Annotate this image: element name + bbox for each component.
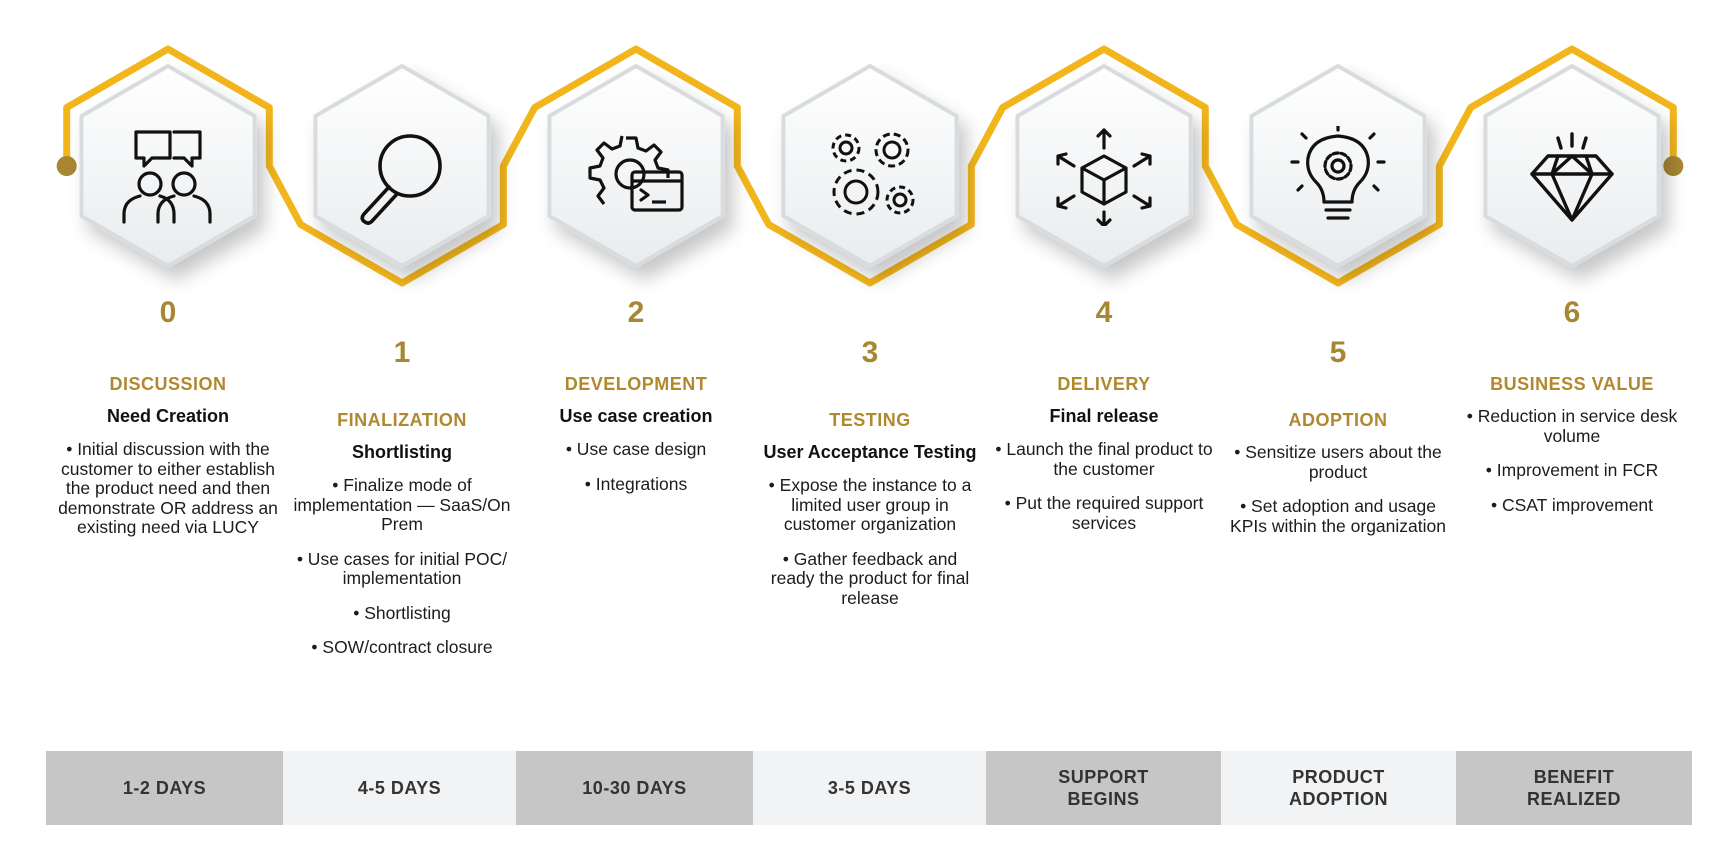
duration-label: 10-30 DAYS [582,778,687,798]
step-title: DELIVERY [1057,374,1151,394]
step-number: 6 [1563,296,1581,329]
step-6-details: BUSINESS VALUE • Reduction in service des… [1458,374,1686,530]
step-number: 5 [1329,336,1347,369]
step-title: TESTING [829,410,911,430]
step-bullet: • CSAT improvement [1490,494,1654,515]
cube-arrows-icon [1054,126,1154,228]
step-0-details: DISCUSSION Need Creation • Initial discuss… [54,374,282,553]
step-bullet: • Improvement in FCR [1485,460,1659,480]
step-subtitle: Need Creation [106,406,230,426]
diamond-icon [1522,126,1622,226]
gears-icon [820,126,920,226]
step-subtitle: Shortlisting [352,442,452,462]
step-bullet: • Sensitize users about the product [1234,442,1442,482]
duration-cell: SUPPORT BEGINS [986,751,1221,825]
step-title: DISCUSSION [109,374,227,394]
gear-terminal-icon [586,126,686,226]
step-1-hexagon [302,64,502,286]
step-number: 0 [159,296,177,329]
step-5-details: ADOPTION • Sensitize users about the prod… [1224,410,1452,551]
step-bullet: • Use case design [565,439,707,459]
step-bullet: • Set adoption and usage KPIs within the… [1230,496,1446,536]
step-title: BUSINESS VALUE [1490,374,1654,394]
step-bullet: • Integrations [584,473,688,494]
duration-cell: 1-2 DAYS [46,751,283,825]
step-title: ADOPTION [1288,410,1388,430]
step-number: 4 [1095,296,1113,329]
step-bullet: • Put the required support services [1004,493,1204,533]
step-3-details: TESTING User Acceptance Testing • Expose t… [756,410,984,623]
duration-bar: 1-2 DAYS 4-5 DAYS 10-30 DAYS 3-5 DAYS SUPPOR… [46,751,1692,825]
step-title: DEVELOPMENT [564,374,708,394]
lightbulb-gear-icon [1288,124,1388,226]
step-title: FINALIZATION [337,410,467,430]
step-bullet: • SOW/contract closure [311,637,493,657]
step-bullet: • Gather feedback and ready the product … [770,548,970,608]
step-number: 3 [861,336,879,369]
duration-label: 4-5 DAYS [357,778,442,798]
duration-cell: BENEFIT REALIZED [1456,751,1692,825]
connector-start-dot [56,156,77,176]
step-2-hexagon [536,64,736,286]
step-4-hexagon [1004,64,1204,286]
duration-cell: 3-5 DAYS [753,751,986,825]
duration-cell: PRODUCT ADOPTION [1221,751,1456,825]
discussion-users-icon [118,126,218,226]
duration-label: 1-2 DAYS [122,778,207,798]
duration-label: BENEFIT REALIZED [1527,767,1621,809]
duration-cell: 4-5 DAYS [283,751,516,825]
step-4-details: DELIVERY Final release • Launch the final … [990,374,1218,548]
step-bullet: • Initial discussion with the customer t… [58,439,278,537]
step-2-details: DEVELOPMENT Use case creation • Use case d… [522,374,750,509]
step-bullet: • Shortlisting [353,602,451,623]
connector-line [63,45,1677,287]
duration-label: PRODUCT ADOPTION [1288,767,1388,809]
step-bullet: • Use cases for initial POC/ implementat… [296,548,508,588]
step-bullet: • Finalize mode of implementation — SaaS… [293,475,511,534]
step-subtitle: Final release [1049,406,1159,426]
step-5-hexagon [1238,64,1438,286]
step-3-hexagon [770,64,970,286]
step-0-hexagon [68,64,268,286]
connector-end-dot [1663,156,1684,176]
duration-label: SUPPORT BEGINS [1058,767,1149,809]
step-number: 1 [393,336,411,369]
step-bullet: • Reduction in service desk volume [1466,406,1678,446]
duration-label: 3-5 DAYS [827,778,912,798]
step-number: 2 [627,296,645,329]
step-bullet: • Launch the final product to the custom… [995,439,1213,479]
step-bullet: • Expose the instance to a limited user … [768,475,972,534]
duration-cell: 10-30 DAYS [516,751,753,825]
step-6-hexagon [1472,64,1672,286]
step-subtitle: Use case creation [559,406,713,426]
magnifier-icon [352,126,452,226]
step-1-details: FINALIZATION Shortlisting • Finalize mode … [288,410,516,673]
step-subtitle: User Acceptance Testing [763,442,977,462]
